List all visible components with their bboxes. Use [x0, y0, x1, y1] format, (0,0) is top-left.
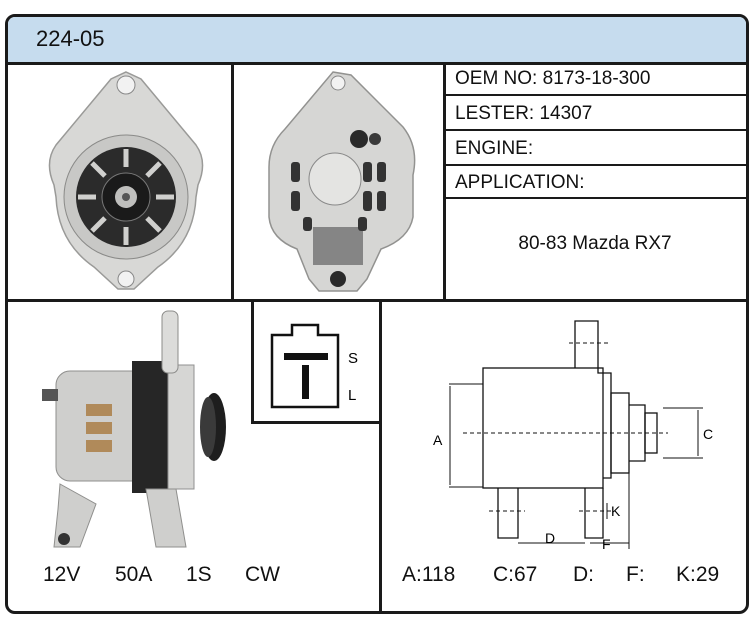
- lester-row: LESTER: 14307: [455, 103, 592, 125]
- part-number-title: 224-05: [36, 26, 105, 51]
- alternator-rear-photo: [268, 71, 416, 292]
- engine-label: ENGINE:: [455, 138, 534, 159]
- connector-diagram: S L: [270, 323, 358, 409]
- dimension-k-value: K:29: [676, 563, 720, 586]
- alternator-front-photo: [48, 71, 204, 290]
- dimension-label-f: F: [602, 536, 611, 552]
- dimension-label-k: K: [611, 503, 621, 519]
- lester-value: 14307: [539, 103, 593, 124]
- divider-photo-2: [443, 62, 446, 300]
- regulator-value: 1S: [186, 563, 212, 586]
- application-label: APPLICATION:: [455, 172, 585, 193]
- divider-connector-box: [251, 421, 381, 424]
- divider-bottom-left: [251, 300, 254, 423]
- divider-spec-row-3: [443, 164, 746, 166]
- dimension-drawing: A C D F K: [433, 320, 713, 552]
- dimension-c-value: C:67: [493, 563, 538, 586]
- connector-pin-s: [284, 353, 328, 360]
- oem-row: OEM NO: 8173-18-300: [455, 68, 650, 90]
- oem-label: OEM NO:: [455, 68, 538, 89]
- spec-sheet: 224-05 OEM NO: 8173-18-300 LESTER: 14307…: [5, 14, 749, 614]
- dimension-label-a: A: [433, 432, 443, 448]
- connector-pin-l: [302, 365, 309, 399]
- divider-spec-row-1: [443, 94, 746, 96]
- oem-value: 8173-18-300: [542, 68, 651, 89]
- connector-label-l: L: [348, 387, 356, 404]
- dimension-label-d: D: [545, 530, 555, 546]
- rotation-value: CW: [245, 563, 280, 586]
- divider-spec-row-4: [443, 197, 746, 199]
- dimension-d-value: D:: [573, 563, 594, 586]
- divider-horizontal-main: [8, 299, 746, 302]
- application-value: 80-83 Mazda RX7: [518, 233, 672, 254]
- dimension-f-value: F:: [626, 563, 645, 586]
- divider-bottom-right: [379, 300, 382, 611]
- connector-label-s: S: [348, 350, 358, 367]
- lester-label: LESTER:: [455, 103, 535, 124]
- divider-spec-row-2: [443, 129, 746, 131]
- amperage-value: 50A: [115, 563, 153, 586]
- alternator-side-photo: [42, 310, 226, 548]
- dimension-label-c: C: [703, 426, 713, 442]
- divider-photo-1: [231, 62, 234, 300]
- title-bar: 224-05: [8, 17, 746, 65]
- voltage-value: 12V: [43, 563, 81, 586]
- dimension-a-value: A:118: [402, 563, 456, 586]
